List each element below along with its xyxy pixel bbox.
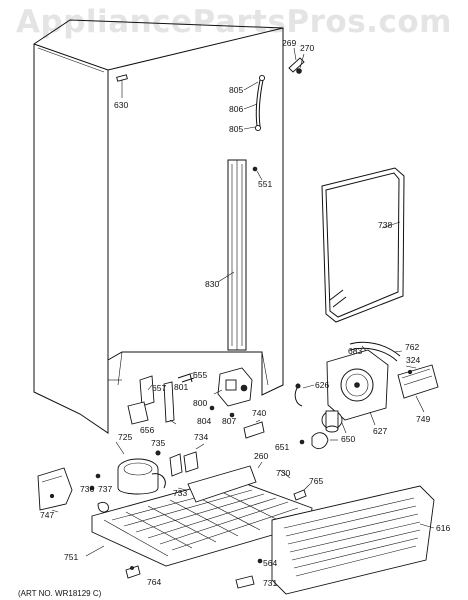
callout-650: 650 (341, 434, 355, 444)
callout-805-top: 805 (229, 85, 243, 95)
part-551-screw (252, 166, 263, 181)
callout-749: 749 (416, 414, 430, 424)
callout-737: 737 (98, 484, 112, 494)
callout-801: 801 (174, 382, 188, 392)
callout-683: 683 (348, 346, 362, 356)
callout-626: 626 (315, 380, 329, 390)
part-630-plug (116, 74, 128, 98)
part-749-board (397, 364, 439, 413)
callout-736: 736 (80, 484, 94, 494)
callout-730: 730 (276, 468, 290, 478)
callout-738: 738 (378, 220, 392, 230)
callout-260: 260 (254, 451, 268, 461)
callout-734: 734 (194, 432, 208, 442)
callout-551: 551 (258, 179, 272, 189)
callout-804: 804 (197, 416, 211, 426)
callout-764: 764 (147, 577, 161, 587)
callout-807: 807 (222, 416, 236, 426)
part-765-screw (293, 483, 311, 501)
part-269-270-hinge (288, 47, 305, 74)
part-616-grille (271, 485, 435, 595)
callout-800: 800 (193, 398, 207, 408)
callout-564: 564 (263, 558, 277, 568)
part-626-clip (294, 383, 315, 407)
part-564-screw (257, 558, 263, 564)
callout-805-bottom: 805 (229, 124, 243, 134)
callout-765: 765 (309, 476, 323, 486)
callout-747: 747 (40, 510, 54, 520)
callout-656: 656 (140, 425, 154, 435)
callout-269: 269 (282, 38, 296, 48)
callout-651: 651 (275, 442, 289, 452)
callout-751: 751 (64, 552, 78, 562)
watermark: AppliancePartsPros.com (16, 4, 452, 40)
callout-630: 630 (114, 100, 128, 110)
part-764-foot (125, 565, 141, 579)
callout-735: 735 (151, 438, 165, 448)
part-683-hose (349, 341, 403, 362)
part-738-loop (321, 167, 405, 323)
part-736-737-screws (89, 473, 109, 513)
callout-762: 762 (405, 342, 419, 352)
callout-324: 324 (406, 355, 420, 365)
callout-806: 806 (229, 104, 243, 114)
part-655-657-656 (127, 371, 197, 425)
part-800-valve (209, 367, 265, 439)
callout-616: 616 (436, 523, 450, 533)
part-830-channel (217, 159, 247, 351)
callout-655: 655 (193, 370, 207, 380)
callout-731: 731 (263, 578, 277, 588)
callout-657: 657 (152, 383, 166, 393)
callout-725: 725 (118, 432, 132, 442)
part-747-bracket (37, 467, 73, 513)
callout-627: 627 (373, 426, 387, 436)
callout-270: 270 (300, 43, 314, 53)
part-731-clip (235, 575, 255, 589)
cabinet (33, 19, 284, 434)
part-751-pan (85, 545, 105, 557)
callout-733: 733 (173, 488, 187, 498)
art-number: (ART NO. WR18129 C) (18, 589, 102, 598)
part-730-condenser-coil (91, 461, 313, 567)
part-806-tube (243, 74, 266, 132)
part-650-fan-motor (299, 410, 347, 450)
part-627-shroud (326, 349, 389, 426)
callout-830: 830 (205, 279, 219, 289)
callout-740: 740 (252, 408, 266, 418)
part-725-compressor (115, 441, 205, 495)
callout-labels: 269 270 630 805 806 805 551 738 830 683 … (40, 38, 450, 588)
